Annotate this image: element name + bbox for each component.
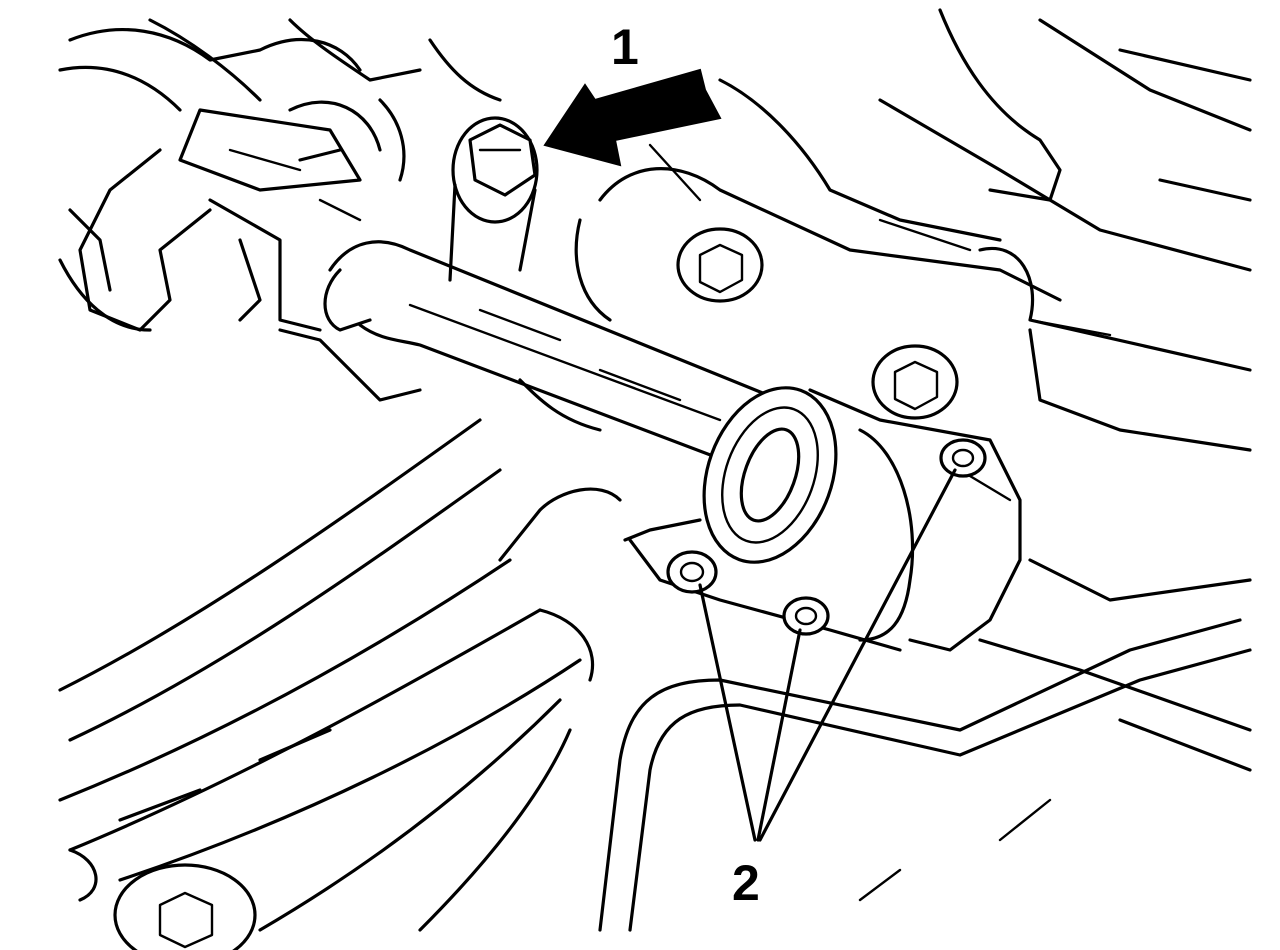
upper-right-housing bbox=[574, 8, 1252, 452]
clamp-bolts bbox=[666, 438, 987, 636]
callout-label-1: 1 bbox=[611, 19, 639, 75]
upper-left-assembly bbox=[58, 18, 502, 402]
bolt-1 bbox=[448, 116, 539, 282]
leader-lines-2 bbox=[698, 468, 957, 842]
lower-underbody bbox=[58, 378, 1252, 932]
bushing-clamp bbox=[623, 386, 1022, 652]
housing-bolts bbox=[68, 227, 959, 950]
arrow-icon bbox=[543, 68, 722, 167]
callout-label-2: 2 bbox=[732, 855, 760, 911]
